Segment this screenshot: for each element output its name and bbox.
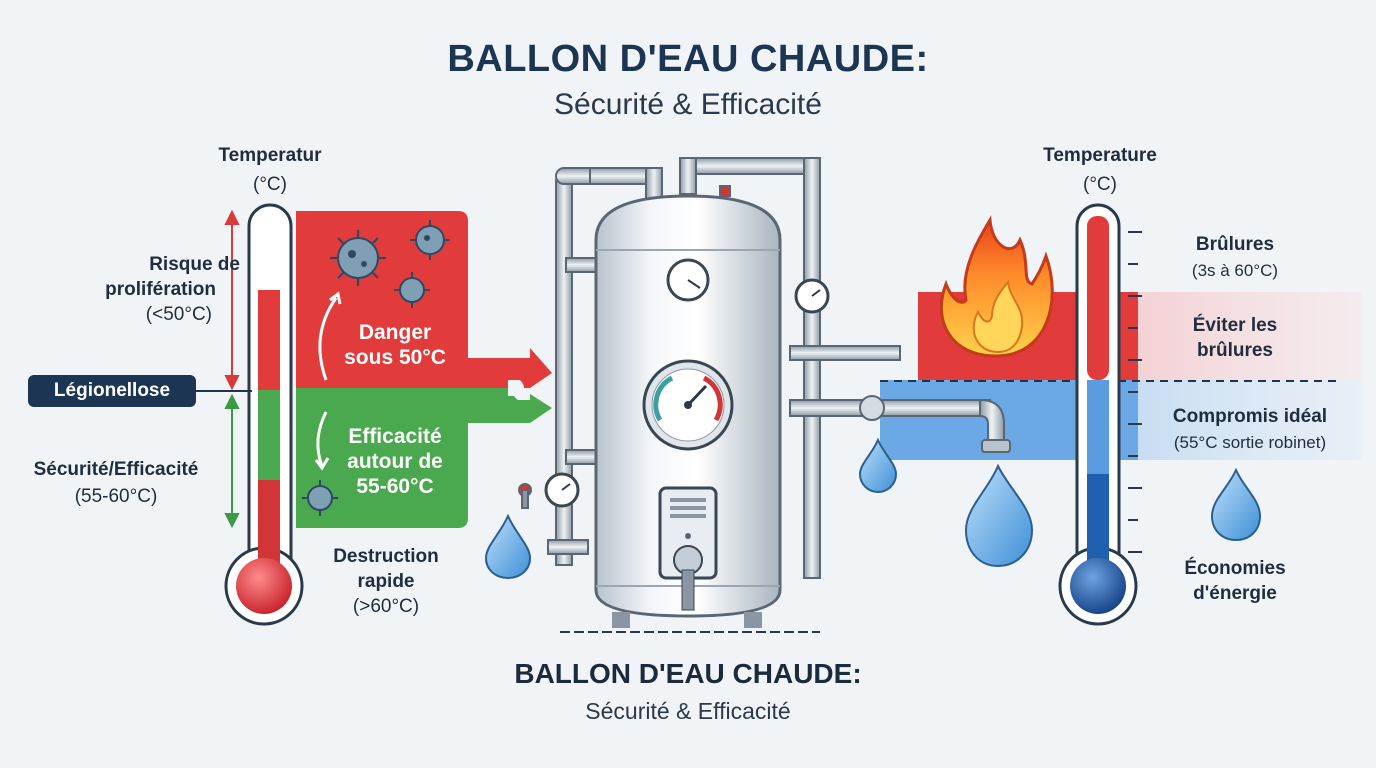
- efficiency-line-3: 55-60°C: [356, 475, 434, 498]
- page-title: BALLON D'EAU CHAUDE:: [447, 38, 929, 80]
- thermometer-icon: [224, 203, 304, 626]
- safe-band: [296, 388, 552, 528]
- avoid-line-2: brûlures: [1196, 340, 1274, 361]
- right-thermometer-unit: (°C): [1083, 174, 1117, 195]
- risk-range-arrow: [224, 209, 240, 391]
- pressure-gauge-icon: [544, 258, 830, 508]
- efficiency-line-2: autour de: [347, 450, 443, 473]
- legionella-badge: Légionellose: [28, 375, 196, 407]
- left-thermometer-label: Temperatur: [218, 145, 322, 166]
- avoid-line-1: Éviter les: [1192, 315, 1278, 336]
- risk-title-1: Risque de: [149, 254, 240, 275]
- footer-subtitle: Sécurité & Efficacité: [585, 698, 791, 724]
- destruction-range: (>60°C): [352, 596, 420, 617]
- destruction-title-2: rapide: [357, 571, 415, 592]
- page-subtitle: Sécurité & Efficacité: [554, 88, 822, 121]
- compromise-title: Compromis idéal: [1172, 406, 1328, 427]
- flame-icon: [939, 215, 1054, 358]
- right-thermometer-label: Temperature: [1043, 145, 1157, 166]
- left-thermometer-unit: (°C): [253, 174, 287, 195]
- safety-range: (55-60°C): [74, 486, 158, 507]
- curved-arrow-down: [314, 411, 330, 471]
- curved-arrow-up: [318, 291, 342, 381]
- savings-line-2: d'énergie: [1193, 583, 1277, 604]
- destruction-title-1: Destruction: [333, 546, 439, 567]
- safety-title: Sécurité/Efficacité: [33, 459, 199, 480]
- efficiency-line-1: Efficacité: [348, 425, 442, 448]
- thermometer-icon: [1058, 203, 1142, 626]
- danger-line-2: sous 50°C: [344, 346, 446, 369]
- bacteria-icon: [302, 220, 450, 516]
- risk-range: (<50°C): [145, 304, 212, 325]
- burns-detail: (3s à 60°C): [1191, 261, 1279, 280]
- risk-title-2: prolifération: [105, 279, 216, 300]
- savings-line-1: Économies: [1184, 558, 1286, 579]
- footer-title: BALLON D'EAU CHAUDE:: [514, 658, 862, 689]
- danger-line-1: Danger: [358, 321, 432, 344]
- compromise-detail: (55°C sortie robinet): [1173, 433, 1327, 452]
- safety-range-arrow: [224, 393, 240, 529]
- burns-title: Brûlures: [1195, 234, 1275, 255]
- water-drop-icon: [484, 437, 1262, 580]
- control-box: [658, 486, 718, 611]
